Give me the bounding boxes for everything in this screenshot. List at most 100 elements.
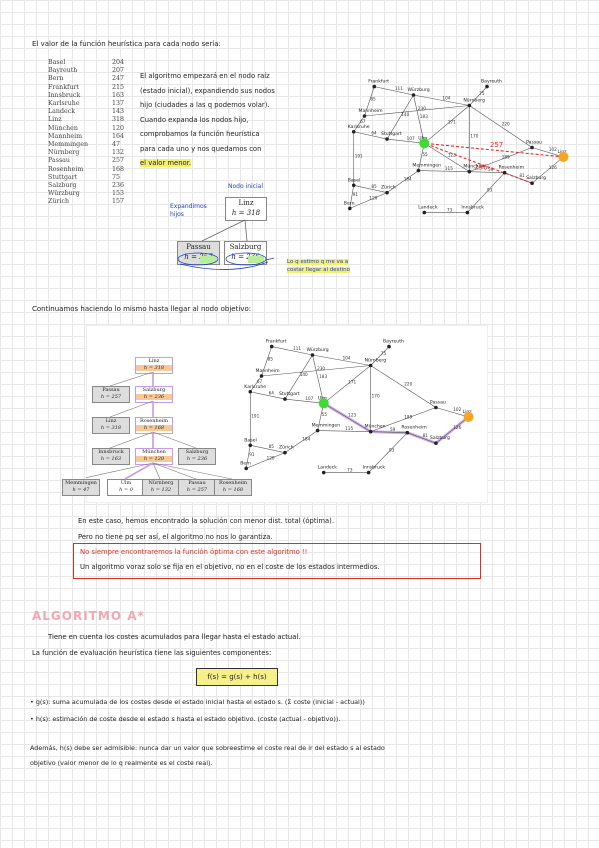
edge-distance: 191 (355, 154, 363, 159)
formula-box: f(s) = g(s) + h(s) (196, 668, 278, 686)
start-marker (463, 411, 474, 422)
edge-distance: 220 (502, 122, 510, 127)
edge-distance: 64 (371, 130, 377, 135)
note-label: Lo q estimo q me va a costar llegar al d… (287, 259, 351, 273)
map-edge (353, 131, 388, 140)
edge-distance: 107 (305, 396, 313, 401)
city-label: Landeck (418, 205, 438, 211)
heuristic-value: 120 (112, 124, 125, 132)
map-edge (435, 416, 469, 444)
map-edge (469, 147, 533, 172)
city-label: Stuttgart (381, 131, 402, 137)
heuristic-value: 47 (112, 141, 121, 149)
map-edge (312, 354, 371, 366)
map-edge (424, 143, 470, 172)
city-label: Passau (526, 140, 542, 146)
map-edge (349, 185, 355, 209)
edge-distance: 170 (470, 134, 478, 139)
summary-line-1: En este caso, hemos encontrado la soluci… (78, 517, 334, 525)
edge-distance: 123 (348, 412, 356, 417)
city-label: Ulm (418, 135, 428, 141)
section-title: ALGORITMO A* (32, 609, 145, 623)
city-name: Zürich (48, 198, 70, 206)
edge-distance: 171 (348, 379, 356, 384)
city-label: München (365, 424, 386, 430)
heuristic-distance: 236 (474, 163, 488, 171)
heuristic-row: Passau 257 (46, 157, 126, 165)
warning-text: No siempre encontraremos la función ópti… (80, 545, 380, 575)
heuristic-distance: 257 (490, 141, 503, 149)
edge-distance: 67 (360, 119, 366, 124)
map-edge (364, 86, 375, 117)
city-label: Landeck (318, 465, 338, 471)
city-label: Zürich (381, 185, 396, 191)
edge-distance: 81 (519, 173, 525, 178)
city-node (315, 428, 320, 433)
heuristic-value: 132 (112, 149, 125, 157)
map-edge (467, 172, 505, 213)
map-edge (353, 185, 388, 193)
city-label: Basel (348, 177, 360, 183)
edge-distance: 126 (549, 165, 557, 170)
map-edge (323, 365, 371, 404)
city-name: Würzburg (48, 190, 80, 198)
tree1-edges (201, 219, 248, 242)
map-edge (353, 115, 365, 132)
map-edge (387, 138, 425, 144)
heuristic-value: 318 (112, 116, 125, 124)
city-node (502, 170, 507, 175)
city-name: Passau (48, 157, 70, 165)
map-edge (370, 407, 437, 432)
tree1-annotations (177, 252, 275, 270)
city-node (351, 129, 356, 134)
city-node (485, 84, 489, 89)
city-node (366, 470, 371, 475)
city-node (465, 210, 470, 215)
goal-marker (419, 138, 430, 149)
heuristic-value: 257 (112, 157, 125, 165)
heuristic-value: 143 (112, 108, 125, 116)
map-edge (435, 407, 469, 418)
heuristic-line (424, 142, 533, 184)
heuristic-row: Rosenheim 168 (46, 166, 126, 174)
edge-distance: 170 (372, 394, 380, 399)
heuristic-value: 164 (112, 132, 125, 140)
city-node (467, 103, 472, 108)
edge-distance: 85 (269, 444, 275, 449)
city-name: Rosenheim (48, 165, 84, 173)
map-edge (323, 403, 371, 432)
edge-distance: 126 (453, 425, 461, 430)
explanation-line: para cada uno y nos quedamos con (140, 144, 262, 153)
edge-distance: 55 (322, 412, 328, 417)
city-node (310, 353, 315, 357)
city-node (244, 466, 248, 471)
bullet-g: • g(s): suma acumulada de los costes des… (30, 698, 365, 706)
edge-distance: 189 (404, 415, 412, 420)
city-node (387, 344, 391, 349)
city-node (259, 374, 264, 378)
map-edge (284, 430, 318, 453)
city-label: Rosenheim (499, 165, 525, 171)
heuristic-value: 168 (112, 165, 125, 173)
map-edge (469, 171, 505, 173)
city-name: Karlsruhe (48, 100, 80, 108)
city-label: Basel (244, 437, 256, 443)
edge-distance: 64 (269, 390, 275, 395)
edge-distance: 140 (401, 112, 409, 117)
edge-distance: 111 (293, 346, 301, 351)
